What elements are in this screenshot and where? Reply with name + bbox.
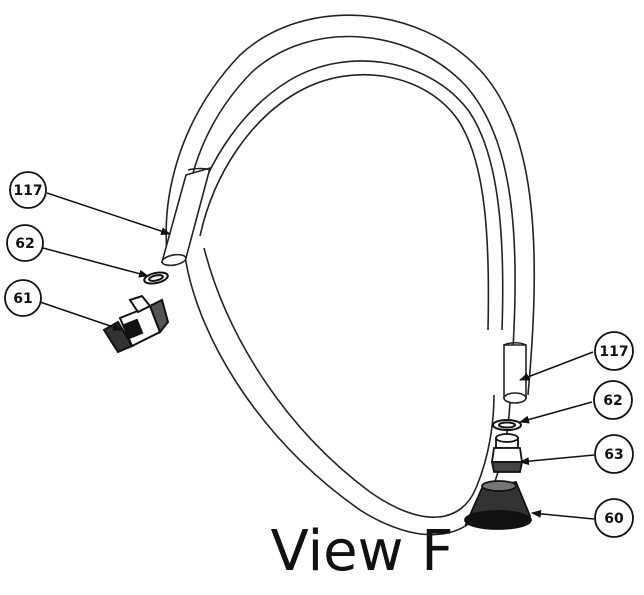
svg-text:60: 60 xyxy=(604,511,624,527)
hose-outer-edge xyxy=(165,14,536,396)
svg-text:62: 62 xyxy=(15,236,34,252)
leader-62-left xyxy=(42,247,149,278)
leader-61 xyxy=(39,301,123,331)
hose-loop-lower-outer xyxy=(185,261,511,536)
callout-60: 60 xyxy=(594,498,634,538)
callout-62-right: 62 xyxy=(593,380,633,420)
leader-117-right xyxy=(519,351,594,381)
clamp-ring-left xyxy=(143,271,169,285)
callout-63: 63 xyxy=(594,434,634,474)
svg-text:61: 61 xyxy=(13,291,32,307)
callout-61: 61 xyxy=(4,279,42,317)
callouts: 117 62 61 117 62 63 60 xyxy=(4,171,634,538)
leader-117-left xyxy=(46,192,171,235)
view-title: View F xyxy=(270,519,454,584)
hose-loop-lower-inner xyxy=(203,247,495,518)
callout-62-left: 62 xyxy=(6,224,44,262)
callout-117-right: 117 xyxy=(594,331,634,371)
right-hose-end xyxy=(503,341,527,404)
leader-60 xyxy=(531,509,595,520)
hose-inner-loop-outer xyxy=(185,60,504,331)
rubber-cone-boot xyxy=(464,480,532,530)
svg-text:63: 63 xyxy=(604,447,623,463)
hose-barb-fitting xyxy=(490,433,524,473)
left-hose-end xyxy=(160,166,212,267)
leader-lines xyxy=(39,192,595,520)
hose-loop xyxy=(165,14,536,536)
hose-inner-edge xyxy=(183,35,516,396)
clamp-ring-right xyxy=(492,419,522,431)
callout-117-left: 117 xyxy=(9,171,47,209)
leader-62-right xyxy=(519,401,593,424)
cam-lock-coupling xyxy=(102,294,170,354)
svg-text:62: 62 xyxy=(603,393,622,409)
svg-text:117: 117 xyxy=(599,344,628,360)
svg-text:117: 117 xyxy=(13,183,42,199)
hose-inner-loop-inner xyxy=(199,73,490,331)
leader-63 xyxy=(519,454,595,466)
